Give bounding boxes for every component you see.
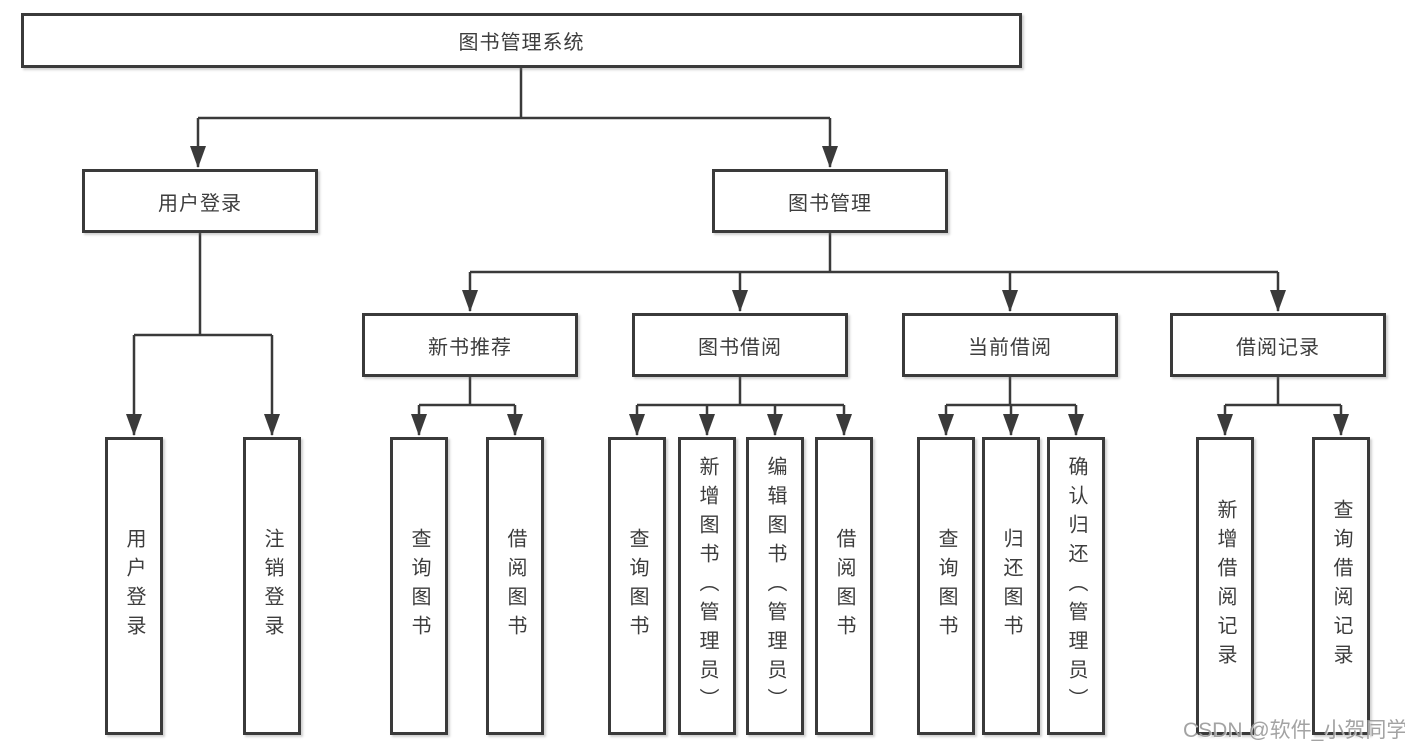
leaf-label: 新增图书（管理员） [696, 455, 718, 717]
node-current-borrowing: 当前借阅 [902, 313, 1118, 377]
trunk-login [134, 233, 272, 337]
node-book-borrowing: 图书借阅 [632, 313, 848, 377]
trunk-borrow [637, 377, 844, 407]
leaf-label: 编辑图书（管理员） [764, 455, 786, 717]
node-label: 图书管理 [788, 192, 872, 215]
leaf-label: 借阅图书 [833, 528, 855, 644]
node-new-book-recommend: 新书推荐 [362, 313, 578, 377]
node-book-management: 图书管理 [712, 169, 948, 233]
node-label: 新书推荐 [428, 336, 512, 359]
leaf-label: 查询图书 [935, 528, 957, 644]
leaf-add-borrow-record: 新增借阅记录 [1196, 437, 1254, 735]
leaf-label: 新增借阅记录 [1214, 499, 1236, 673]
leaf-label: 借阅图书 [504, 528, 526, 644]
leaf-query-books-borrow: 查询图书 [608, 437, 666, 735]
leaf-label: 注销登录 [261, 528, 283, 644]
leaf-label: 确认归还（管理员） [1065, 455, 1087, 717]
leaf-confirm-return-admin: 确认归还（管理员） [1047, 437, 1105, 735]
leaf-return-books: 归还图书 [982, 437, 1040, 735]
leaf-add-books-admin: 新增图书（管理员） [678, 437, 736, 735]
leaf-edit-books-admin: 编辑图书（管理员） [746, 437, 804, 735]
trunk-newrec [419, 377, 515, 407]
node-user-login: 用户登录 [82, 169, 318, 233]
trunk-mgmt [470, 233, 1278, 274]
leaf-label: 查询借阅记录 [1330, 499, 1352, 673]
node-label: 图书管理系统 [458, 32, 585, 54]
node-borrowing-records: 借阅记录 [1170, 313, 1386, 377]
node-label: 借阅记录 [1236, 336, 1320, 359]
trunk-root [198, 68, 830, 120]
leaf-label: 用户登录 [123, 528, 145, 644]
csdn-watermark: CSDN @软件_小贺同学 [1183, 719, 1405, 742]
leaf-label: 归还图书 [1000, 528, 1022, 644]
leaf-label: 查询图书 [408, 528, 430, 644]
leaf-logout: 注销登录 [243, 437, 301, 735]
node-label: 用户登录 [158, 192, 242, 215]
trunk-cur [946, 377, 1076, 407]
leaf-query-books-recommend: 查询图书 [390, 437, 448, 735]
leaf-query-books-current: 查询图书 [917, 437, 975, 735]
leaf-user-login: 用户登录 [105, 437, 163, 735]
node-label: 当前借阅 [968, 336, 1052, 359]
leaf-borrow-books: 借阅图书 [815, 437, 873, 735]
leaf-query-borrow-record: 查询借阅记录 [1312, 437, 1370, 735]
node-library-system: 图书管理系统 [21, 13, 1022, 68]
trunk-hist [1225, 377, 1341, 407]
leaf-borrow-books-recommend: 借阅图书 [486, 437, 544, 735]
node-label: 图书借阅 [698, 336, 782, 359]
leaf-label: 查询图书 [626, 528, 648, 644]
